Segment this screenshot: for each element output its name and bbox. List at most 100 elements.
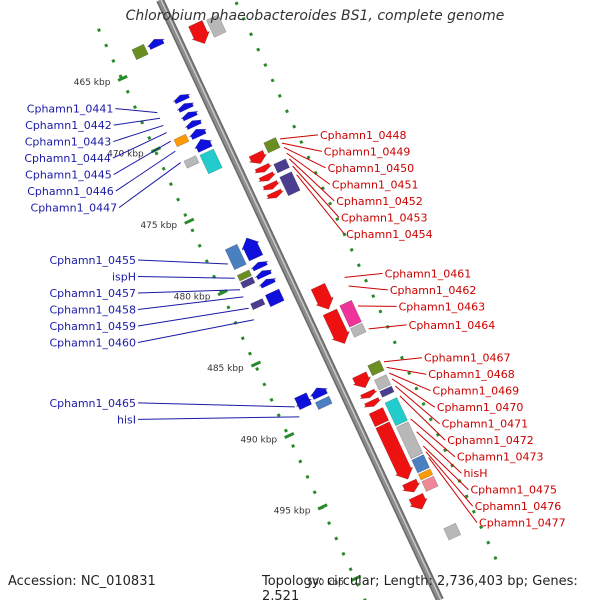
gene-label[interactable]: Cphamn1_0470 xyxy=(437,401,524,414)
kbp-tick-mark xyxy=(250,360,262,368)
leader-line xyxy=(113,124,164,143)
gene-label[interactable]: Cphamn1_0468 xyxy=(428,368,515,381)
gene-label[interactable]: Cphamn1_0462 xyxy=(390,284,477,297)
genome-backbone xyxy=(156,0,444,600)
gene-block xyxy=(273,158,290,174)
gene-arrow xyxy=(180,111,199,122)
gene-block xyxy=(350,322,367,338)
leader-line xyxy=(137,319,255,343)
gene-label[interactable]: Cphamn1_0467 xyxy=(424,352,511,365)
gene-block xyxy=(263,137,281,154)
gene-label[interactable]: Cphamn1_0447 xyxy=(31,202,118,215)
leader-line xyxy=(283,146,326,169)
accession-text: Accession: NC_010831 xyxy=(8,574,156,589)
leader-line xyxy=(279,134,319,140)
gene-arrow xyxy=(250,261,269,272)
kbp-tick-label: 485 kbp xyxy=(207,364,244,374)
gene-label[interactable]: Cphamn1_0448 xyxy=(320,129,407,142)
gene-block xyxy=(314,395,333,410)
leader-line xyxy=(112,132,167,159)
kbp-tick-label: 480 kbp xyxy=(174,292,211,302)
gene-label[interactable]: Cphamn1_0464 xyxy=(409,319,496,332)
gene-arrow xyxy=(193,138,213,153)
gene-label[interactable]: Cphamn1_0459 xyxy=(49,320,136,333)
gene-arrow xyxy=(352,371,372,389)
gene-label[interactable]: Cphamn1_0450 xyxy=(328,162,415,175)
gene-label[interactable]: Cphamn1_0452 xyxy=(336,195,423,208)
gene-label[interactable]: Cphamn1_0469 xyxy=(433,385,520,398)
gene-arrow xyxy=(295,397,313,411)
gene-arrow xyxy=(266,188,284,199)
gene-label[interactable]: Cphamn1_0453 xyxy=(341,211,428,224)
gene-label[interactable]: Cphamn1_0472 xyxy=(447,434,534,447)
gene-label[interactable]: Cphamn1_0442 xyxy=(25,119,112,132)
gene-arrow xyxy=(189,128,207,140)
gene-arrow xyxy=(322,308,350,344)
gene-label[interactable]: Cphamn1_0441 xyxy=(27,103,114,116)
gene-label[interactable]: Cphamn1_0475 xyxy=(470,484,557,497)
gene-arrow xyxy=(184,119,203,130)
gene-label[interactable]: Cphamn1_0445 xyxy=(25,169,112,182)
kbp-tick-mark xyxy=(184,217,195,225)
leader-line xyxy=(137,416,300,420)
leader-line xyxy=(296,174,345,235)
gene-label[interactable]: Cphamn1_0449 xyxy=(324,145,411,158)
leader-line xyxy=(115,108,158,114)
gene-label[interactable]: Cphamn1_0446 xyxy=(27,185,114,198)
gene-label[interactable]: Cphamn1_0455 xyxy=(49,254,136,267)
kbp-tick-mark xyxy=(284,432,295,439)
gene-label[interactable]: Cphamn1_0463 xyxy=(399,300,486,313)
gene-block xyxy=(421,475,439,492)
kbp-tick-mark xyxy=(350,574,362,582)
gene-label[interactable]: Cphamn1_0465 xyxy=(49,397,136,410)
gene-arrow xyxy=(363,397,382,408)
gene-block xyxy=(396,421,424,460)
gene-block xyxy=(173,133,190,148)
leader-line xyxy=(137,259,229,265)
gene-label[interactable]: Cphamn1_0451 xyxy=(332,178,419,191)
gene-arrow xyxy=(359,388,378,399)
genome-summary-text: Topology: circular; Length: 2,736,403 bp… xyxy=(262,574,578,600)
leader-line xyxy=(118,162,181,208)
gene-label[interactable]: Cphamn1_0444 xyxy=(24,152,111,165)
leader-line xyxy=(425,451,474,507)
leader-line xyxy=(348,285,388,291)
gene-arrow xyxy=(262,180,280,191)
gene-label[interactable]: ispH xyxy=(112,271,136,284)
gene-label[interactable]: hisI xyxy=(117,413,136,426)
gene-features xyxy=(131,14,462,541)
genome-title: Chlorobium phaeobacteroides BS1, complet… xyxy=(125,8,505,24)
backbone-highlight xyxy=(160,0,442,600)
gene-label[interactable]: Cphamn1_0454 xyxy=(346,228,433,241)
gene-arrow xyxy=(254,162,272,174)
gene-label[interactable]: Cphamn1_0473 xyxy=(457,451,544,464)
label-leader-lines xyxy=(112,108,478,524)
gene-block xyxy=(384,397,408,427)
leader-line xyxy=(428,457,478,524)
kbp-tick-label: 475 kbp xyxy=(140,221,177,231)
gene-label[interactable]: Cphamn1_0457 xyxy=(49,287,136,300)
gene-arrow xyxy=(375,421,414,480)
gene-block xyxy=(374,374,392,391)
leader-line xyxy=(281,142,322,152)
gene-label[interactable]: hisH xyxy=(463,467,487,480)
gene-label[interactable]: Cphamn1_0471 xyxy=(442,418,529,431)
gene-label[interactable]: Cphamn1_0477 xyxy=(479,517,566,530)
gene-label[interactable]: Cphamn1_0458 xyxy=(49,304,136,317)
leader-line xyxy=(422,445,469,491)
leader-line xyxy=(113,117,161,126)
gene-block xyxy=(240,276,256,289)
leader-line xyxy=(416,431,462,474)
gene-label[interactable]: Cphamn1_0476 xyxy=(475,500,562,513)
gene-arrow xyxy=(241,237,264,262)
gene-label[interactable]: Cphamn1_0461 xyxy=(385,267,472,280)
gene-block xyxy=(379,385,395,398)
leader-line xyxy=(137,289,241,294)
kbp-tick-label: 490 kbp xyxy=(240,435,277,445)
gene-arrow xyxy=(258,171,276,182)
gene-label[interactable]: Cphamn1_0443 xyxy=(25,136,112,149)
leader-line xyxy=(368,324,407,330)
gene-label[interactable]: Cphamn1_0460 xyxy=(49,337,136,350)
kbp-tick-label: 500 kbp xyxy=(307,578,344,588)
